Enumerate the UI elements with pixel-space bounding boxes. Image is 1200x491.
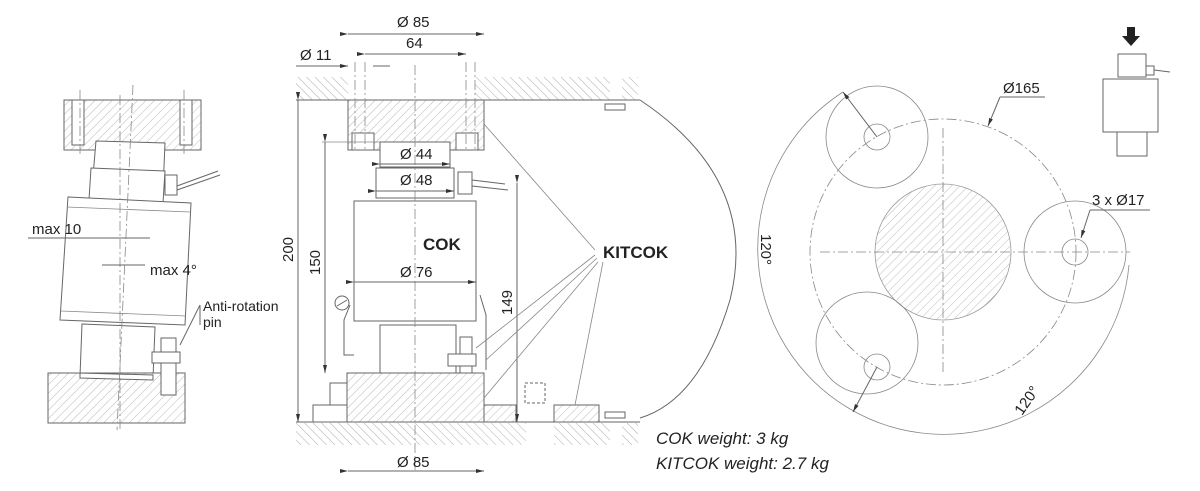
cok-weight: COK weight: 3 kg xyxy=(656,429,789,448)
load-arrow-icon xyxy=(1122,27,1140,46)
dim-bolt-spacing: 64 xyxy=(406,35,423,52)
angle-label-left: 120° xyxy=(757,234,774,265)
dim-bottom-diameter: Ø 85 xyxy=(397,454,430,471)
dim-150: 150 xyxy=(307,250,324,275)
middle-view-kit: Ø 85 64 Ø 11 Ø 44 Ø 48 COK Ø 76 200 150 … xyxy=(280,14,737,473)
outer-angle-arc xyxy=(757,91,1130,435)
dim-200: 200 xyxy=(280,237,297,262)
dim-hole-diameter: Ø 11 xyxy=(300,47,331,64)
dim-44: Ø 44 xyxy=(400,146,433,163)
bolt-circle-diameter: Ø165 xyxy=(1003,80,1040,97)
angle-label-bottom: 120° xyxy=(1011,383,1043,418)
protective-bellows-arc xyxy=(639,99,737,419)
max-offset-label: max 10 xyxy=(32,221,81,238)
pin-label-line1: Anti-rotation xyxy=(203,298,278,314)
load-direction-thumbnail xyxy=(1102,27,1171,157)
anti-rotation-pin xyxy=(160,337,177,396)
left-view-tilted-cell: max 10 max 4° Anti-rotation pin xyxy=(28,84,278,431)
cok-label: COK xyxy=(423,235,462,254)
kitcok-label: KITCOK xyxy=(603,243,669,262)
kitcok-weight: KITCOK weight: 2.7 kg xyxy=(656,454,829,473)
dim-149: 149 xyxy=(499,290,516,315)
pin-label-line2: pin xyxy=(203,314,222,330)
base-plate xyxy=(346,372,485,423)
dim-76: Ø 76 xyxy=(400,264,433,281)
max-angle-label: max 4° xyxy=(150,262,197,279)
cell-bottom xyxy=(79,323,156,379)
hole-count-diameter: 3 x Ø17 xyxy=(1092,192,1145,209)
thumbnail-cell xyxy=(1102,78,1159,133)
dim-top-diameter: Ø 85 xyxy=(397,14,430,31)
right-view-footprint: Ø165 3 x Ø17 120° 120° xyxy=(757,80,1150,435)
cell-body xyxy=(59,196,192,326)
dim-48: Ø 48 xyxy=(400,172,433,189)
